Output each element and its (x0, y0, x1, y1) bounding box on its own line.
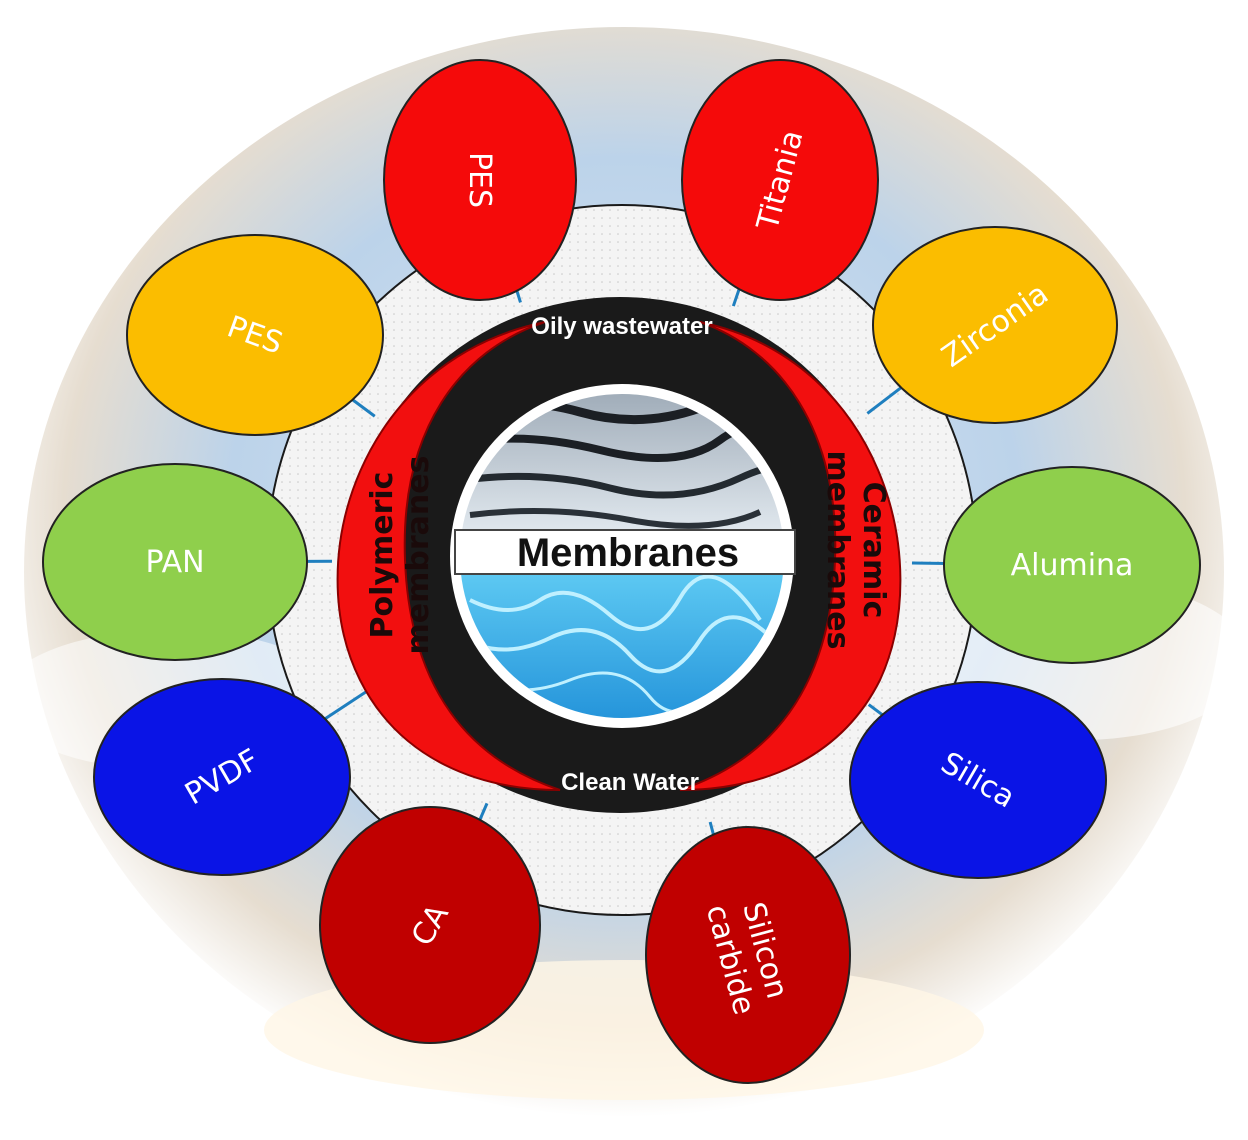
center-title: Membranes (517, 531, 739, 575)
polymeric-label-line2: membranes (401, 456, 436, 655)
ceramic-label-line2: membranes (820, 451, 855, 650)
polymeric-ellipse-4 (319, 806, 541, 1044)
ceramic-label-2: Alumina (1011, 548, 1134, 583)
polymeric-ellipse-2 (42, 463, 308, 661)
ceramic-ellipse-2 (943, 466, 1201, 664)
caustic-1 (469, 574, 762, 632)
polymeric-label: Polymeric (365, 472, 400, 639)
material-ellipses: PESPESPANPVDFCATitaniaZirconiaAluminaSil… (42, 59, 1201, 1084)
polymeric-label-2: PAN (145, 545, 204, 580)
polymeric-label-group-0: PES (462, 152, 497, 208)
polymeric-ellipse-1 (126, 234, 384, 436)
polymeric-band (336, 321, 561, 791)
polymeric-label-group-2: PAN (145, 545, 204, 580)
polymeric-label-0: PES (462, 152, 497, 208)
ceramic-ellipse-0 (681, 59, 879, 301)
oil-streak-4 (469, 508, 762, 529)
polymeric-ellipse-3 (93, 678, 351, 876)
ceramic-ellipse-3 (849, 681, 1107, 879)
ceramic-label-group-2: Alumina (1011, 548, 1134, 583)
ceramic-label: Ceramic (856, 482, 891, 619)
caustic-2 (464, 615, 784, 674)
membranes-bar (454, 529, 796, 575)
oily-wastewater-label: Oily wastewater (531, 313, 712, 340)
ceramic-ellipse-4 (645, 826, 851, 1084)
ceramic-band (679, 321, 902, 791)
ceramic-ellipse-1 (872, 226, 1118, 424)
clean-water-label: Clean Water (561, 769, 699, 796)
center-assembly: Membranes Oily wastewater Clean Water Po… (336, 297, 902, 813)
polymeric-ellipse-0 (383, 59, 577, 301)
